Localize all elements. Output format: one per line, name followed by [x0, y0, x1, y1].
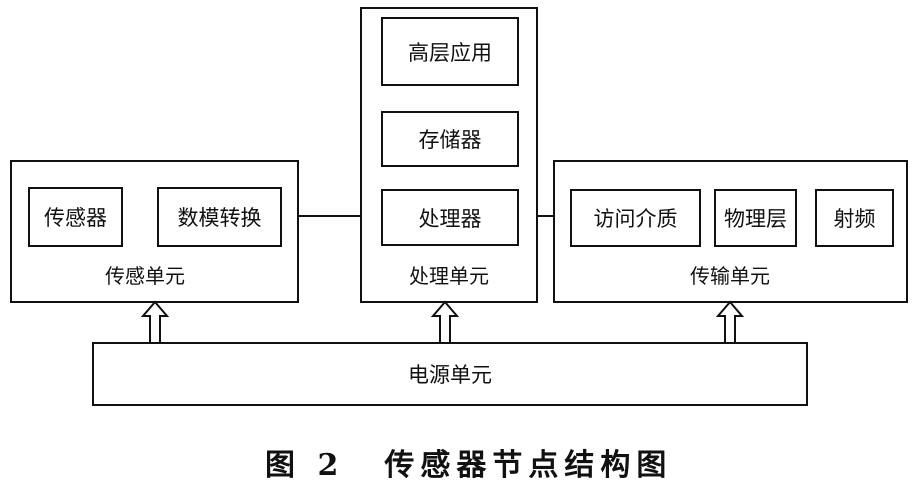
phy-box: 物理层	[714, 189, 797, 247]
app-label: 高层应用	[408, 40, 492, 65]
processor-label: 处理器	[418, 206, 482, 231]
processor-box: 处理器	[381, 189, 519, 246]
figure-caption: 图 2 传感器节点结构图	[265, 440, 672, 483]
transmission-unit-label: 传输单元	[690, 264, 770, 288]
rf-box: 射频	[815, 189, 894, 247]
mac-box: 访问介质	[570, 189, 701, 247]
adc-box: 数模转换	[157, 187, 282, 247]
figure-title: 传感器节点结构图	[384, 448, 673, 483]
arrow-power-to-sensing	[140, 300, 170, 344]
app-box: 高层应用	[381, 17, 519, 86]
power-unit-label: 电源单元	[408, 363, 492, 387]
figure-number: 图 2	[265, 448, 345, 483]
processing-unit-label: 处理单元	[409, 264, 489, 288]
connector-adc-processor	[281, 215, 381, 217]
sensing-unit-label: 传感单元	[105, 264, 185, 288]
mac-label: 访问介质	[593, 207, 678, 231]
arrow-power-to-transmission	[715, 300, 745, 344]
storage-box: 存储器	[381, 111, 519, 167]
sensor-box: 传感器	[28, 187, 123, 247]
adc-label: 数模转换	[177, 206, 262, 230]
storage-label: 存储器	[418, 128, 482, 152]
arrow-power-to-processing	[430, 300, 460, 344]
power-unit-box: 电源单元	[92, 342, 808, 406]
rf-label: 射频	[833, 207, 876, 231]
sensor-label: 传感器	[44, 206, 107, 230]
phy-label: 物理层	[724, 207, 787, 231]
connector-processor-mac	[518, 215, 570, 217]
